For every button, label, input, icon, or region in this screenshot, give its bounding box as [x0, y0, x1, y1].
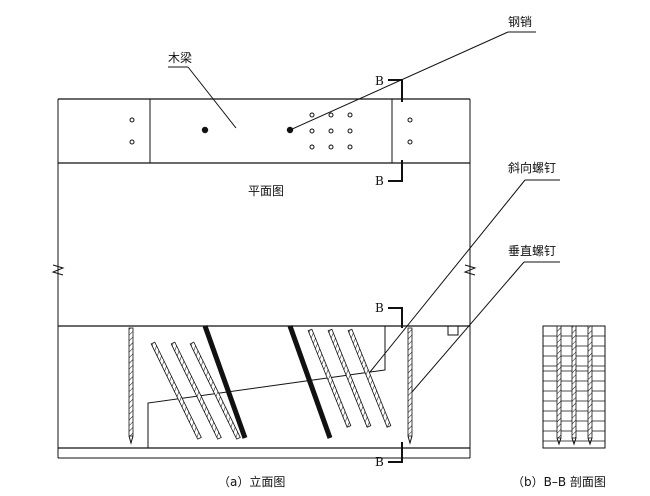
- section-view: （b）B–B 剖面图: [512, 325, 606, 489]
- section-screw: [571, 325, 577, 446]
- break-mark-right: [463, 264, 477, 276]
- leader-line: [187, 66, 237, 129]
- inclined-screw: [170, 341, 222, 440]
- caption-elevation: （a）立面图: [218, 474, 285, 489]
- section-screw: [556, 325, 562, 446]
- section-label: B: [375, 301, 384, 315]
- screw-grid: [309, 112, 353, 150]
- leader-line: [369, 179, 526, 373]
- elevation-view: B B 斜向螺钉 垂直螺钉 （a）立面图: [58, 160, 560, 489]
- inclined-screw: [347, 328, 392, 428]
- section-marker-bottom: B B: [375, 301, 403, 469]
- label-wood-beam: 木梁: [168, 50, 192, 65]
- plan-view: B B 木梁 钢销 平面图: [51, 15, 536, 458]
- bolt-hole: [407, 139, 413, 145]
- steel-pin: [287, 325, 333, 439]
- leader-line: [289, 31, 509, 131]
- inclined-screw: [150, 341, 202, 440]
- section-screw: [587, 325, 593, 446]
- section-marker-top: B B: [375, 74, 403, 188]
- label-vertical-screw: 垂直螺钉: [508, 244, 556, 258]
- joint-line: [147, 326, 386, 448]
- steel-pin-dot: [201, 126, 209, 134]
- inclined-screw: [327, 328, 372, 428]
- bolt-hole: [129, 139, 135, 145]
- label-plan-view: 平面图: [248, 184, 284, 198]
- bolt-hole: [129, 117, 135, 123]
- bolt-hole: [407, 117, 413, 123]
- inclined-screw: [189, 341, 241, 440]
- section-label: B: [375, 74, 384, 88]
- section-label: B: [375, 455, 384, 469]
- break-mark-left: [51, 264, 65, 276]
- label-steel-pin: 钢销: [508, 15, 532, 29]
- vertical-screw: [407, 327, 413, 445]
- inclined-screw: [307, 328, 352, 428]
- vertical-screw: [128, 327, 134, 445]
- label-inclined-screw: 斜向螺钉: [508, 160, 556, 175]
- leader-line: [411, 261, 525, 393]
- section-label: B: [375, 174, 384, 188]
- notch: [447, 325, 459, 336]
- caption-section: （b）B–B 剖面图: [512, 475, 606, 489]
- steel-pin: [202, 325, 248, 439]
